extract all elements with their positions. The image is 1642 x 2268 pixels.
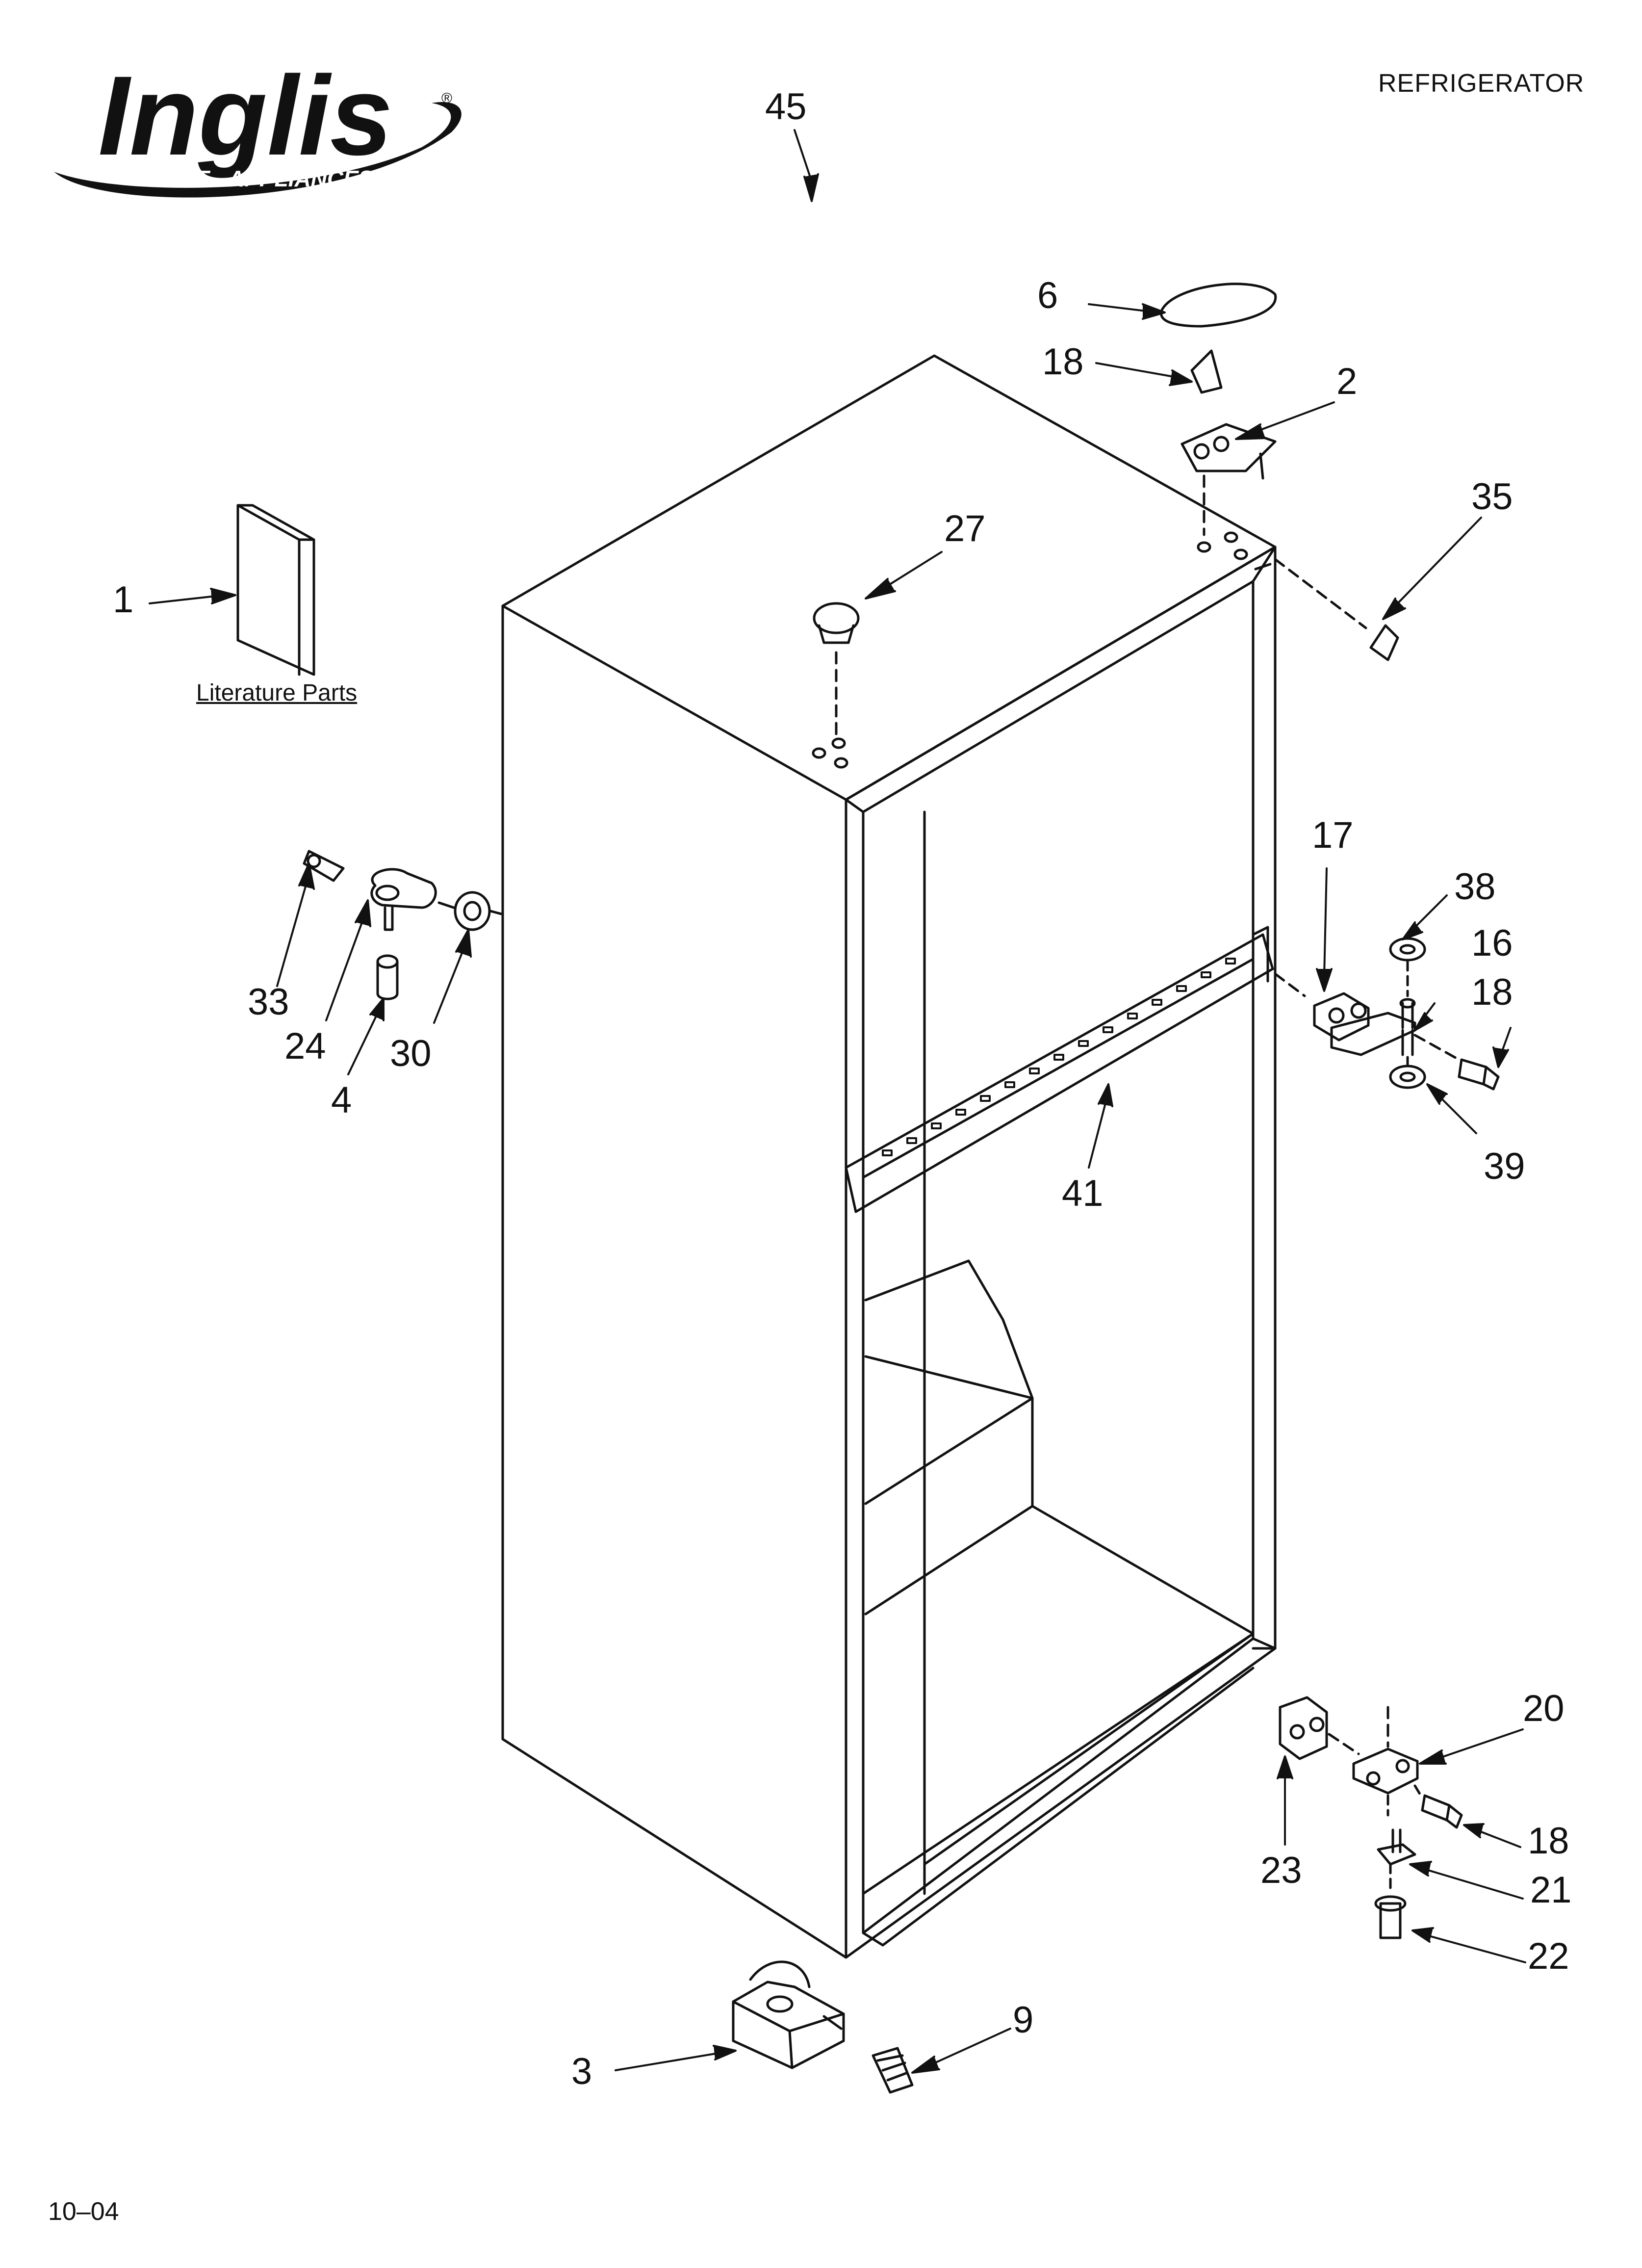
callout-38: 38 xyxy=(1454,866,1496,908)
logo-sub-home: HOME xyxy=(142,166,210,191)
callout-22: 22 xyxy=(1528,1935,1569,1977)
cabinet xyxy=(501,354,1277,1959)
page-title: REFRIGERATOR xyxy=(1378,69,1585,98)
callout-33: 33 xyxy=(248,981,289,1023)
cabinet-interior xyxy=(864,1259,1255,1635)
callout-39: 39 xyxy=(1484,1146,1525,1187)
callout-30: 30 xyxy=(390,1033,432,1074)
callout-18-top: 18 xyxy=(1042,341,1084,383)
center-hinge-assembly xyxy=(1274,937,1500,1091)
divider-rail xyxy=(845,926,1274,1213)
callout-18-bottom: 18 xyxy=(1528,1820,1569,1862)
callout-41: 41 xyxy=(1062,1173,1103,1214)
logo-sub-appliances: APPLIANCES xyxy=(228,166,374,191)
callout-17: 17 xyxy=(1312,814,1354,856)
top-hole-plug xyxy=(812,602,860,769)
callout-2: 2 xyxy=(1336,361,1358,402)
callout-23: 23 xyxy=(1260,1850,1302,1891)
revision-date: 10–04 xyxy=(48,2197,119,2226)
callout-45: 45 xyxy=(765,86,807,128)
callout-24: 24 xyxy=(284,1025,326,1067)
callout-20: 20 xyxy=(1523,1688,1565,1729)
inglis-logo: Inglis ® HOME APPLIANCES xyxy=(39,49,481,211)
callout-18-mid: 18 xyxy=(1471,971,1513,1013)
callout-3: 3 xyxy=(571,2051,592,2092)
registered-mark: ® xyxy=(441,90,452,106)
callout-leaders xyxy=(149,129,1526,2074)
inglis-logo-graphic: Inglis ® HOME APPLIANCES xyxy=(54,52,462,198)
literature-parts-label: Literature Parts xyxy=(196,680,358,706)
bottom-hinge-assembly xyxy=(1279,1696,1463,1939)
leveling-roller-assembly xyxy=(732,1960,914,2094)
callout-6: 6 xyxy=(1037,275,1058,316)
left-hinge-pin-assembly xyxy=(303,850,507,1000)
callout-4: 4 xyxy=(331,1079,352,1121)
literature-booklet xyxy=(236,504,315,676)
hinge-cap xyxy=(1274,558,1399,661)
callout-35: 35 xyxy=(1471,476,1513,518)
callout-21: 21 xyxy=(1530,1869,1572,1911)
callout-16: 16 xyxy=(1471,922,1513,964)
callout-27: 27 xyxy=(944,508,986,549)
top-hinge-assembly xyxy=(1160,283,1277,560)
logo-brand-text: Inglis xyxy=(98,52,393,179)
callout-9: 9 xyxy=(1013,1999,1034,2041)
callout-1: 1 xyxy=(113,579,134,621)
